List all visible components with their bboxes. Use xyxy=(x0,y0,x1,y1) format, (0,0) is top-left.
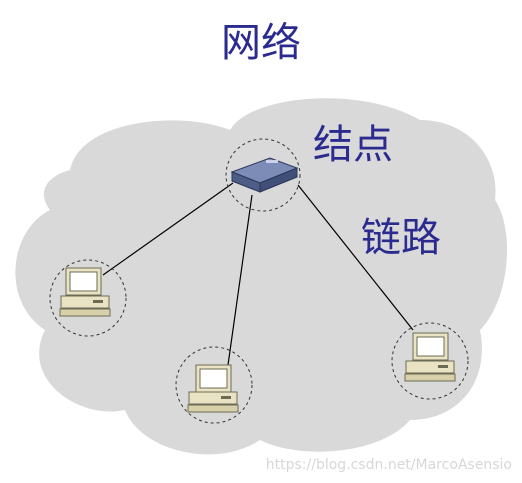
pc-left xyxy=(49,259,127,337)
desktop-computer-icon xyxy=(59,267,111,317)
watermark: https://blog.csdn.net/MarcoAsensio xyxy=(265,457,512,473)
cloud-shape xyxy=(15,98,508,455)
desktop-computer-icon xyxy=(187,364,239,413)
diagram-title: 网络 xyxy=(221,20,301,66)
node-label: 结点 xyxy=(313,122,393,168)
links xyxy=(102,182,414,366)
pc-left-circle xyxy=(49,259,127,337)
link-line-right xyxy=(297,184,414,331)
network-switch-icon xyxy=(230,157,299,193)
pc-right-circle xyxy=(391,322,469,400)
node-switch xyxy=(225,138,301,212)
link-line-left xyxy=(102,182,234,276)
link-line-center xyxy=(227,194,253,366)
link-label: 链路 xyxy=(361,215,441,261)
pc-center-circle xyxy=(175,346,253,424)
pc-center xyxy=(175,346,253,424)
node-highlight-circle xyxy=(225,138,301,212)
desktop-computer-icon xyxy=(404,332,456,382)
pc-right xyxy=(391,322,469,400)
